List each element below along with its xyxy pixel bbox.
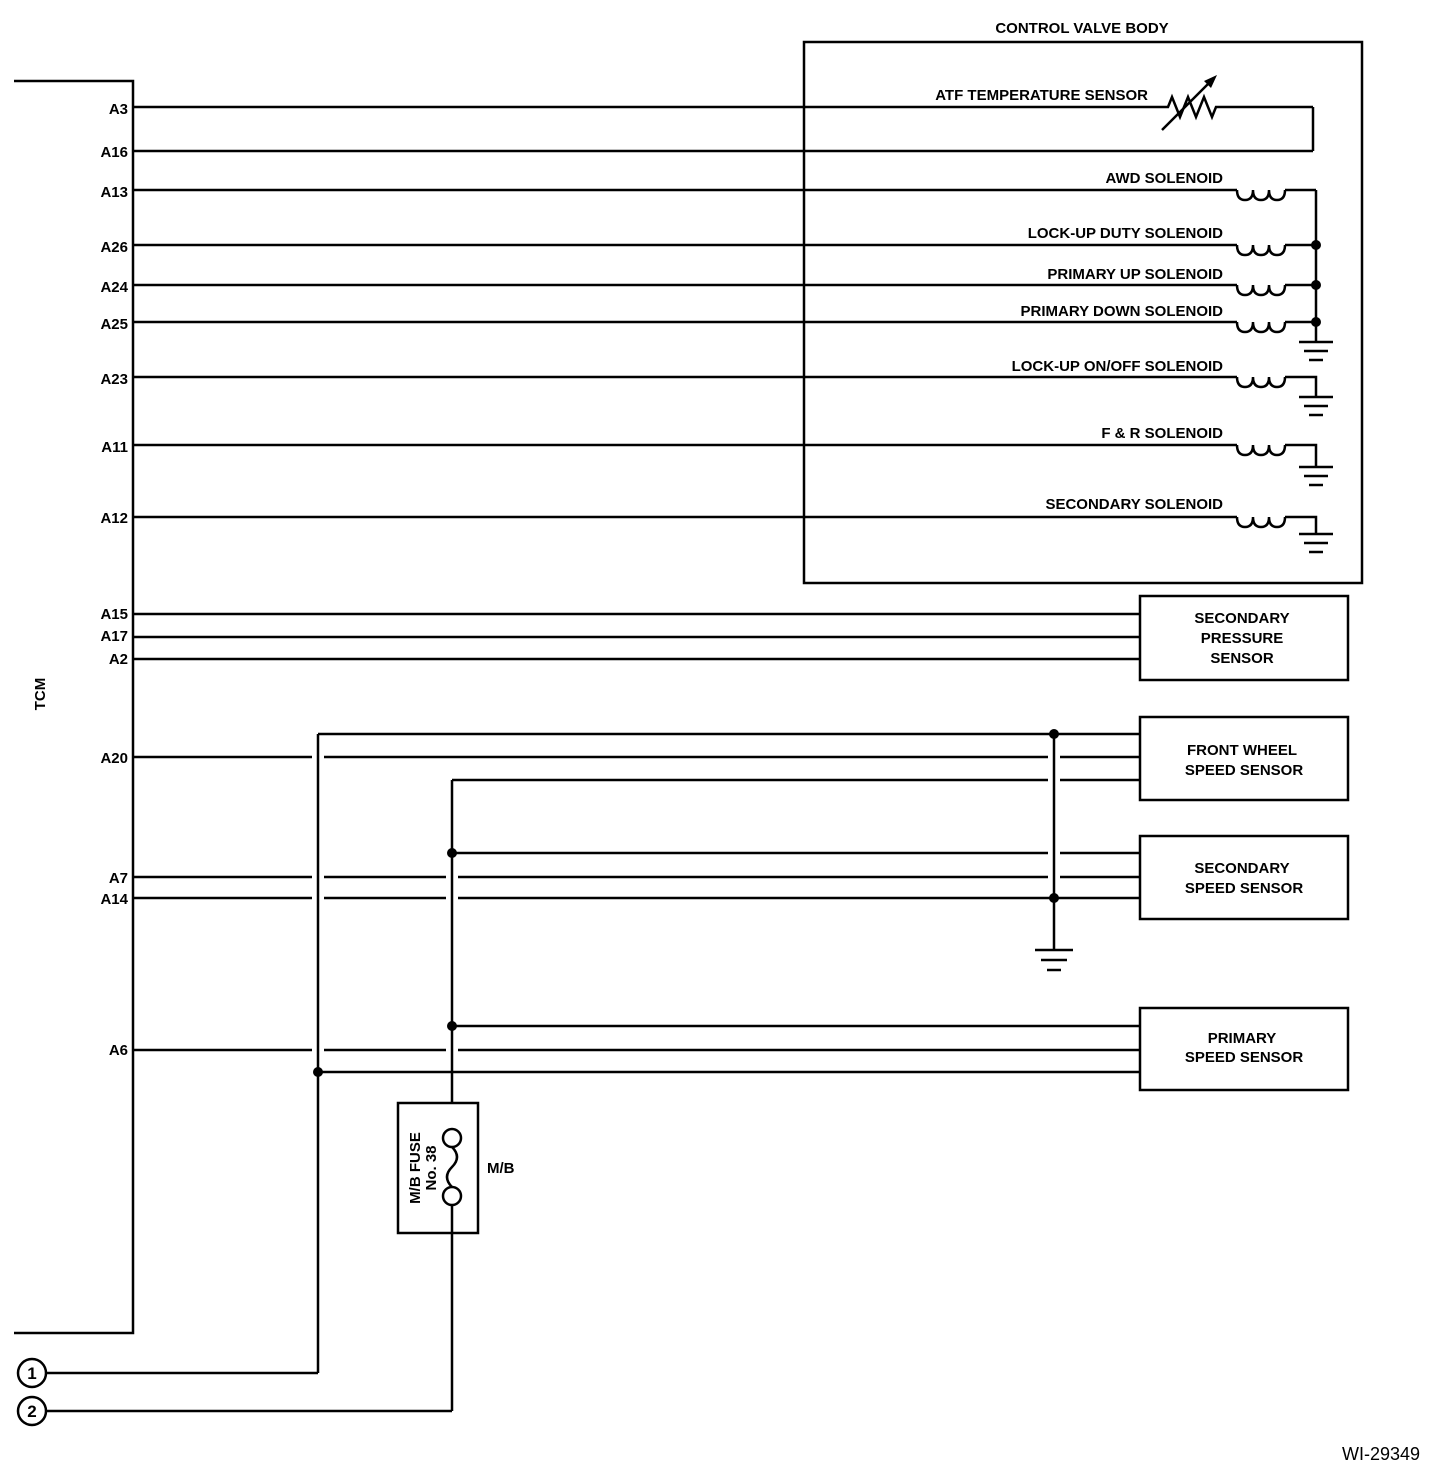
control-valve-body-title: CONTROL VALVE BODY	[995, 20, 1168, 37]
coil-icon	[1235, 516, 1287, 529]
coil-icon	[1235, 189, 1287, 202]
pin-a23: A23	[100, 371, 128, 388]
coil-icon	[1235, 321, 1287, 334]
control-valve-body: CONTROL VALVE BODY	[802, 20, 1364, 585]
thermistor-icon	[1162, 93, 1219, 121]
solenoid-circuits: AWD SOLENOID LOCK-UP DUTY SOLENOID PRIMA…	[133, 170, 1333, 554]
sensor-label-line: SPEED SENSOR	[1185, 1049, 1304, 1066]
solenoid-secondary: SECONDARY SOLENOID	[133, 496, 1333, 554]
junction-dot	[447, 848, 457, 858]
pin-a16: A16	[100, 144, 128, 161]
sensor-label-line: PRESSURE	[1201, 630, 1284, 647]
connector-2-label: 2	[27, 1402, 36, 1421]
pin-a20: A20	[100, 750, 128, 767]
tcm-module: TCM	[14, 79, 135, 1335]
connector-callouts: 1 2	[16, 1357, 452, 1427]
solenoid-f-and-r: F & R SOLENOID	[133, 425, 1333, 487]
pin-a24: A24	[100, 279, 128, 296]
sensor-label-line: SPEED SENSOR	[1185, 880, 1304, 897]
sensor-label-line: PRIMARY	[1208, 1030, 1277, 1047]
junction-dot	[1311, 240, 1321, 250]
pin-a26: A26	[100, 239, 128, 256]
solenoid-label: PRIMARY DOWN SOLENOID	[1020, 303, 1223, 320]
ground-icon	[1299, 395, 1333, 417]
sensor-label-line: SENSOR	[1210, 650, 1274, 667]
ground-icon	[1299, 340, 1333, 362]
connector-1-icon	[16, 1357, 48, 1389]
coil-icon	[1235, 444, 1287, 457]
junction-dot	[1049, 729, 1059, 739]
tcm-label: TCM	[32, 678, 49, 711]
fuse-label: M/B FUSE	[407, 1132, 424, 1204]
pin-a3: A3	[109, 101, 128, 118]
primary-speed-sensor: PRIMARY SPEED SENSOR	[1138, 1006, 1350, 1092]
atf-temperature-sensor: ATF TEMPERATURE SENSOR	[133, 75, 1315, 153]
pin-a25: A25	[100, 316, 128, 333]
pin-a17: A17	[100, 628, 128, 645]
coil-icon	[1235, 244, 1287, 257]
solenoid-label: PRIMARY UP SOLENOID	[1047, 266, 1223, 283]
junction-dot	[1049, 893, 1059, 903]
sensor-label-line: SECONDARY	[1194, 860, 1289, 877]
pin-a7: A7	[109, 870, 128, 887]
solenoid-lockup-duty: LOCK-UP DUTY SOLENOID	[133, 225, 1316, 257]
solenoid-awd: AWD SOLENOID	[133, 170, 1316, 202]
junction-dot	[1311, 280, 1321, 290]
sensor-label-line: SECONDARY	[1194, 610, 1289, 627]
solenoid-label: AWD SOLENOID	[1105, 170, 1223, 187]
pin-a12: A12	[100, 510, 128, 527]
pin-a6: A6	[109, 1042, 128, 1059]
connector-2-icon	[16, 1395, 48, 1427]
pin-a2: A2	[109, 651, 128, 668]
junction-dot	[447, 1021, 457, 1031]
pin-a11: A11	[101, 439, 128, 456]
solenoid-lockup-onoff: LOCK-UP ON/OFF SOLENOID	[133, 358, 1333, 417]
fuse-side-label: M/B	[487, 1160, 515, 1177]
pin-a15: A15	[100, 606, 128, 623]
atf-sensor-label: ATF TEMPERATURE SENSOR	[935, 87, 1148, 104]
ground-icon	[1035, 948, 1073, 972]
coil-icon	[1235, 284, 1287, 297]
speed-sensor-wiring	[133, 729, 1140, 1373]
junction-dot	[313, 1067, 323, 1077]
fuse-icon	[445, 1146, 459, 1188]
mb-fuse-38: M/B FUSE No. 38 M/B	[396, 1101, 515, 1411]
junction-dot	[1311, 317, 1321, 327]
front-wheel-speed-sensor: FRONT WHEEL SPEED SENSOR	[1138, 715, 1350, 802]
connector-1-label: 1	[27, 1364, 36, 1383]
secondary-speed-sensor: SECONDARY SPEED SENSOR	[1138, 834, 1350, 921]
ground-icon	[1299, 532, 1333, 554]
pin-labels: A3 A16 A13 A26 A24 A25 A23 A11 A12 A15 A…	[100, 101, 128, 1059]
coil-icon	[1235, 376, 1287, 389]
fuse-number: No. 38	[423, 1145, 440, 1190]
solenoid-label: SECONDARY SOLENOID	[1045, 496, 1223, 513]
ground-icon	[1299, 465, 1333, 487]
solenoid-label: LOCK-UP DUTY SOLENOID	[1028, 225, 1223, 242]
solenoid-primary-up: PRIMARY UP SOLENOID	[133, 266, 1316, 297]
solenoid-label: LOCK-UP ON/OFF SOLENOID	[1012, 358, 1224, 375]
sensor-label-line: SPEED SENSOR	[1185, 762, 1304, 779]
secondary-pressure-sensor: SECONDARY PRESSURE SENSOR	[133, 594, 1350, 682]
pin-a14: A14	[100, 891, 128, 908]
sensor-label-line: FRONT WHEEL	[1187, 742, 1297, 759]
figure-code: WI-29349	[1342, 1444, 1420, 1464]
pin-a13: A13	[100, 184, 128, 201]
solenoid-primary-down: PRIMARY DOWN SOLENOID	[133, 303, 1316, 334]
solenoid-label: F & R SOLENOID	[1101, 425, 1223, 442]
